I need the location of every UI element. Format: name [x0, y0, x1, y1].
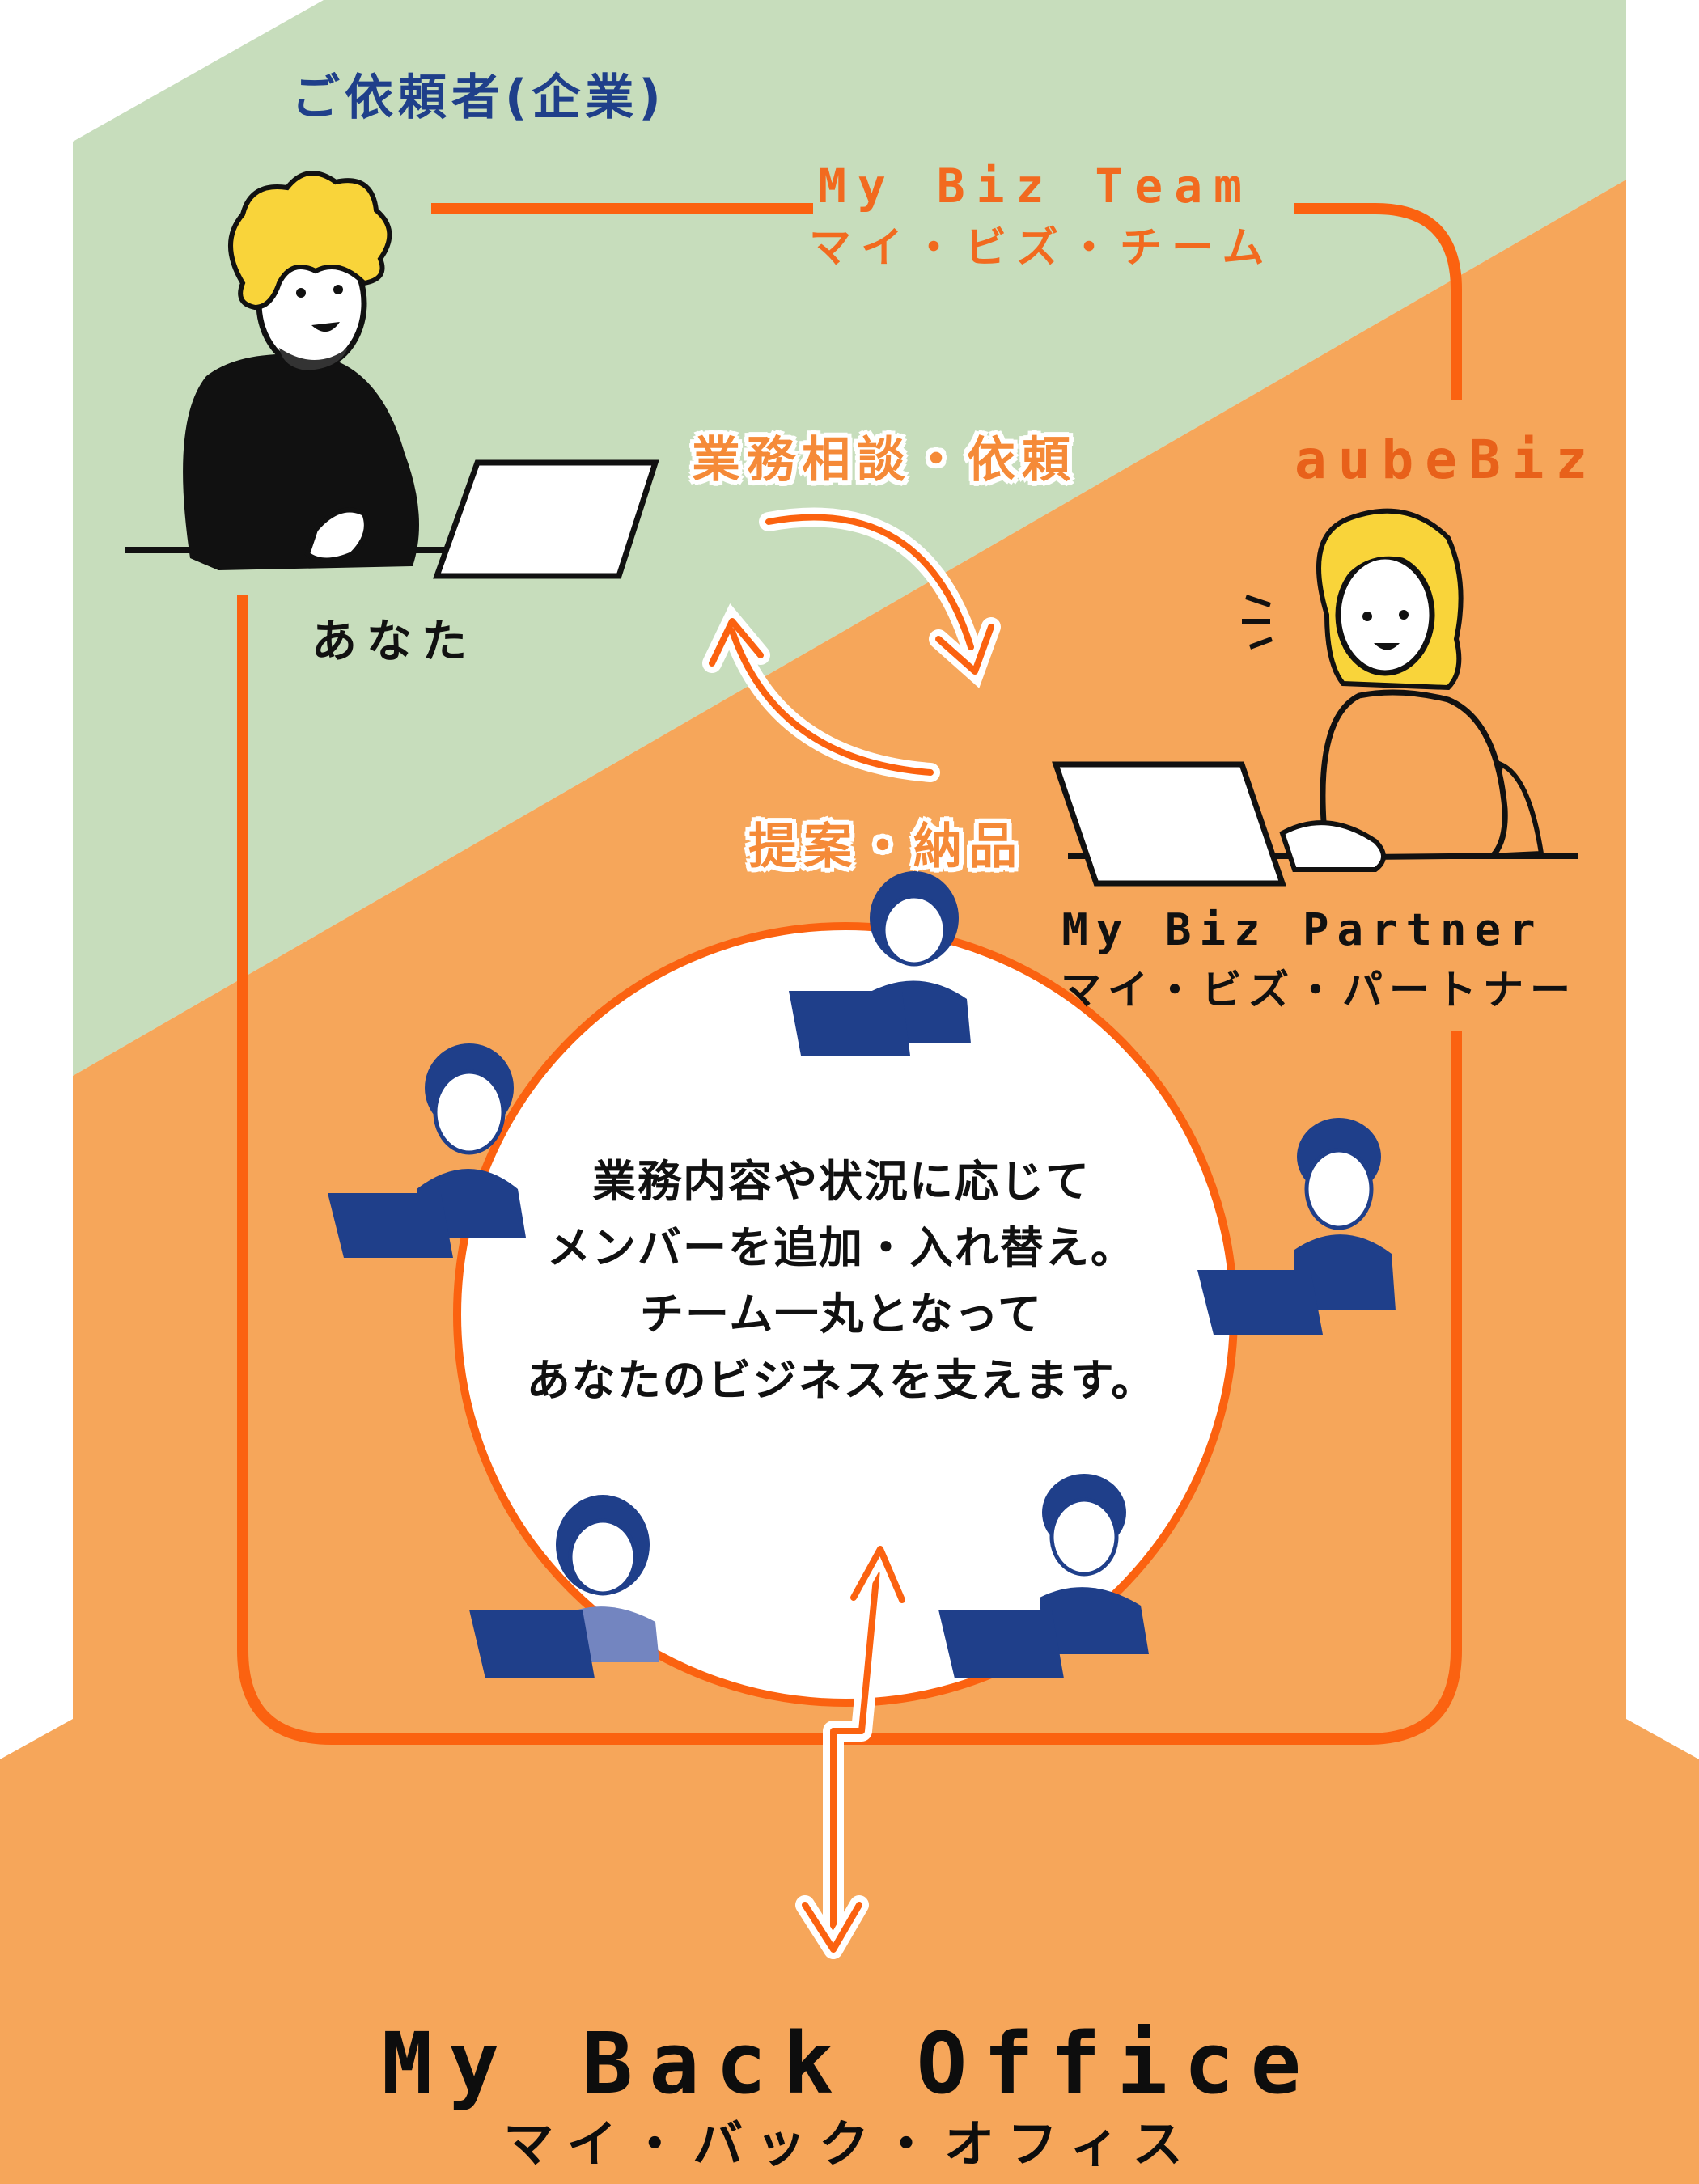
delivery-label: 提案・納品	[748, 819, 1023, 875]
team-member-right	[1197, 1118, 1396, 1335]
team-member-bottom-left	[469, 1495, 659, 1678]
center-message-line: 業務内容や状況に応じて	[592, 1156, 1091, 1207]
team-name-en: My Biz Team	[817, 159, 1254, 214]
client-label: ご依頼者(企業)	[291, 70, 666, 126]
client-zone-background	[73, 0, 1626, 1076]
partner-name-ja: マイ・ビズ・パートナー	[1061, 967, 1577, 1014]
back-office-name-ja: マイ・バック・オフィス	[503, 2114, 1196, 2173]
back-office-connection-arrow	[795, 1539, 912, 1959]
team-name-ja: マイ・ビズ・チーム	[809, 224, 1274, 273]
partner-woman-illustration	[1052, 508, 1578, 887]
brand-name: aubeBiz	[1294, 429, 1599, 491]
center-message-line: チーム一丸となって	[639, 1289, 1044, 1340]
center-message-line: あなたのビジネスを支えます。	[526, 1355, 1157, 1406]
team-member-bottom-right	[938, 1474, 1149, 1678]
center-message: 業務内容や状況に応じて メンバーを追加・入れ替え。 チーム一丸となって あなたの…	[477, 1149, 1205, 1414]
center-message-line: メンバーを追加・入れ替え。	[547, 1222, 1136, 1273]
team-member-left	[328, 1043, 526, 1258]
you-label: あなた	[311, 616, 477, 668]
client-man-illustration	[125, 171, 659, 579]
back-office-name-en: My Back Office	[381, 2014, 1318, 2113]
team-frame-top-right-line	[1294, 203, 1462, 400]
request-label: 業務相談・依頼	[692, 432, 1077, 489]
team-member-top	[789, 871, 971, 1056]
partner-name-en: My Biz Partner	[1061, 904, 1544, 955]
